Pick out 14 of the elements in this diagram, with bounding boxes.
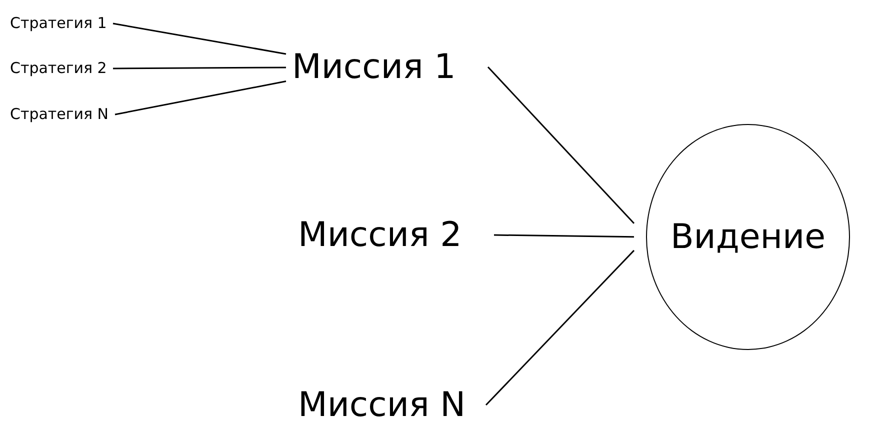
connector-line xyxy=(114,80,286,116)
mission-label: Миссия 2 xyxy=(298,218,462,252)
strategy-label: Стратегия N xyxy=(10,107,109,122)
vision-circle xyxy=(646,124,850,350)
mission-label: Миссия N xyxy=(298,388,466,422)
connector-line xyxy=(485,250,635,406)
vision-label: Видение xyxy=(670,220,826,254)
connector-line xyxy=(112,22,286,55)
strategy-label: Стратегия 2 xyxy=(10,61,107,76)
connector-line xyxy=(494,234,634,238)
mission-label: Миссия 1 xyxy=(292,50,456,84)
strategy-label: Стратегия 1 xyxy=(10,16,107,31)
connector-line xyxy=(113,66,286,70)
connector-line xyxy=(487,66,635,224)
